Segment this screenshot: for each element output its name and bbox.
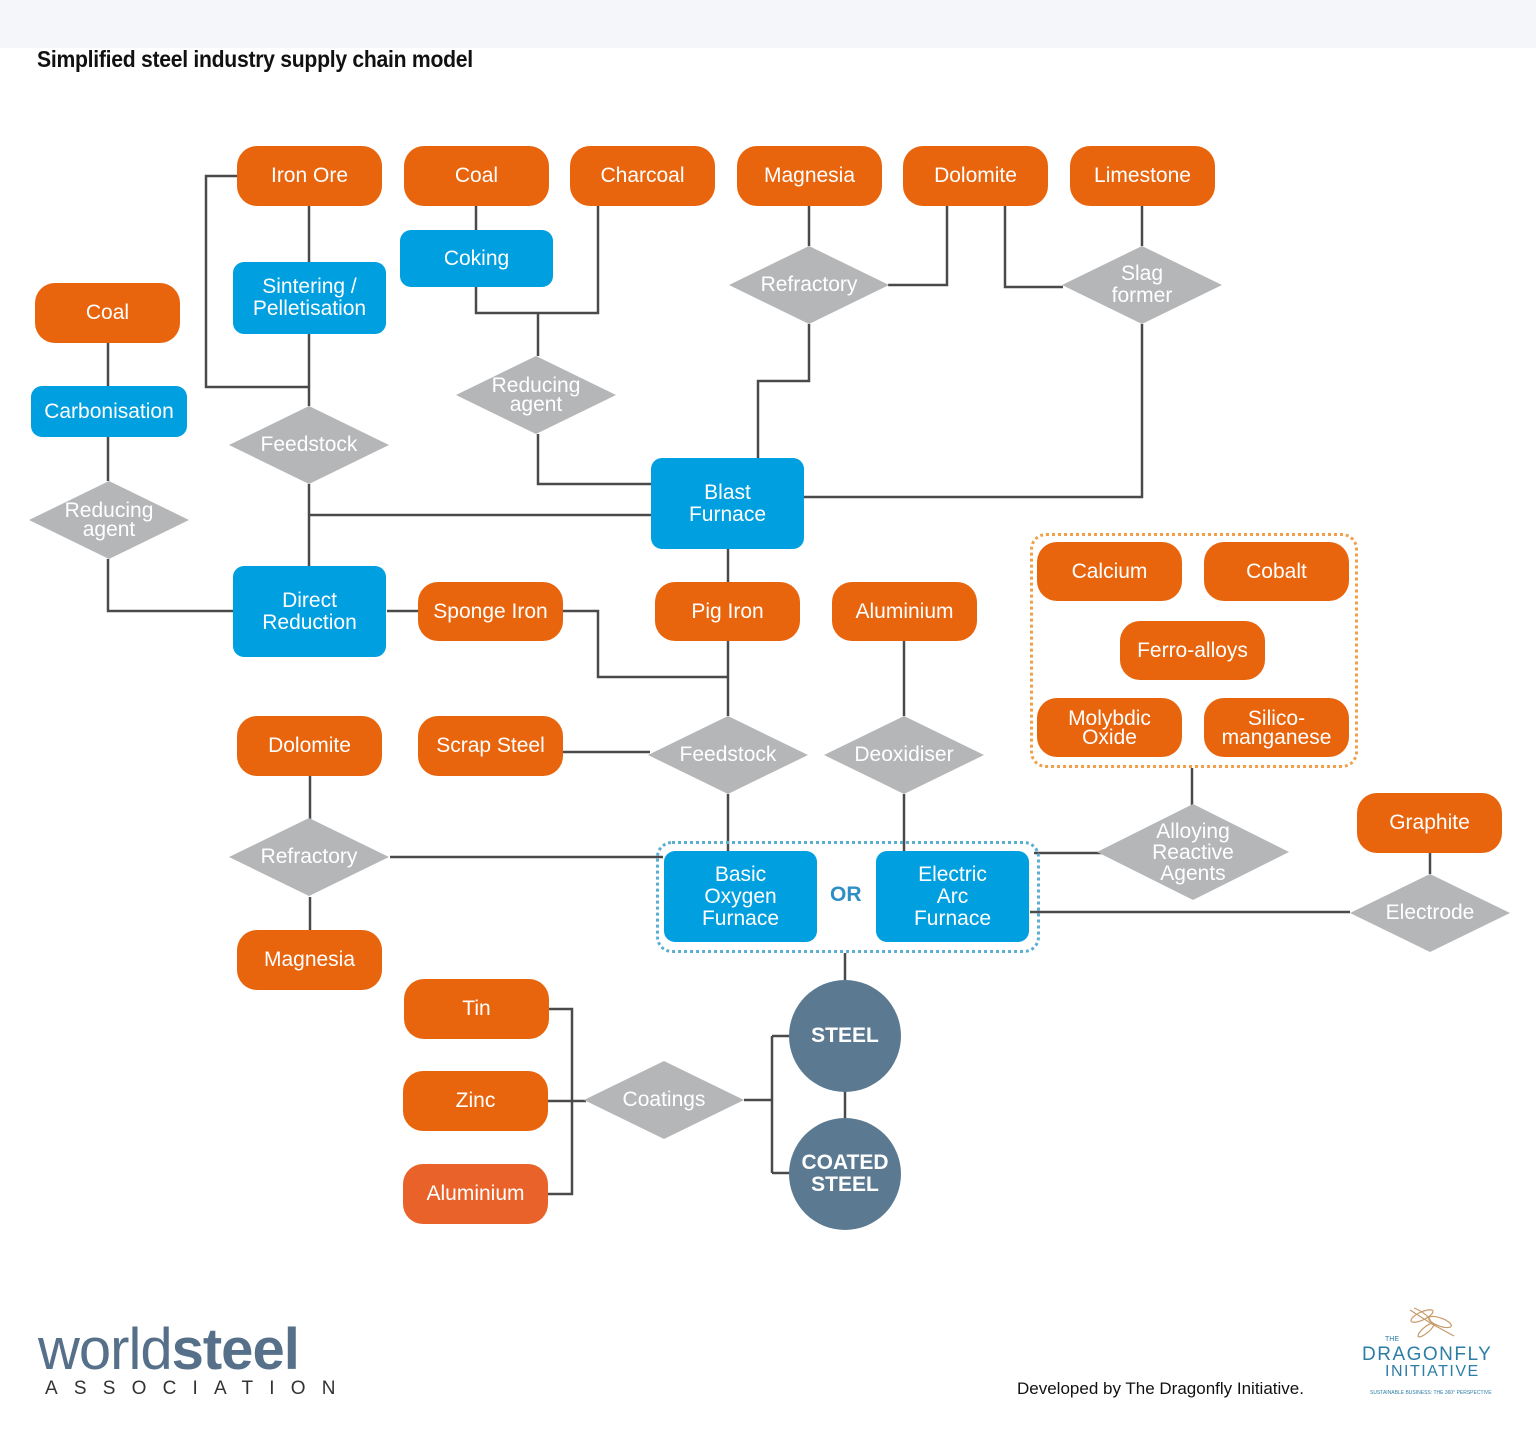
zinc-node: Zinc <box>403 1071 548 1131</box>
pig-iron-node: Pig Iron <box>655 582 800 641</box>
calcium-node: Calcium <box>1037 542 1182 601</box>
alloy-group-box <box>1030 533 1358 768</box>
blast-furnace-node: Blast Furnace <box>651 458 804 549</box>
graphite-node: Graphite <box>1357 793 1502 853</box>
sintering-pelletisation-node: Sintering / Pelletisation <box>233 262 386 334</box>
aluminium-coating-node: Aluminium <box>403 1164 548 1224</box>
coking-node: Coking <box>400 230 553 287</box>
dolomite-bottom-node: Dolomite <box>237 716 382 776</box>
cobalt-node: Cobalt <box>1204 542 1349 601</box>
furnace-group-box <box>656 841 1040 953</box>
silico-manganese-node: Silico-manganese <box>1204 698 1349 757</box>
electric-arc-furnace-node: Electric Arc Furnace <box>876 851 1029 942</box>
top-bar <box>0 0 1536 48</box>
dragonfly-logo-initiative: INITIATIVE <box>1385 1363 1480 1380</box>
coated-steel-circle: COATED STEEL <box>789 1118 901 1230</box>
credit-text: Developed by The Dragonfly Initiative. <box>1017 1379 1304 1398</box>
magnesia-top-node: Magnesia <box>737 146 882 206</box>
carbonisation-node: Carbonisation <box>31 386 187 437</box>
molybdic-oxide-node: Molybdic Oxide <box>1037 698 1182 757</box>
dragonfly-logo-name: DRAGONFLY <box>1362 1344 1493 1365</box>
tin-node: Tin <box>404 979 549 1039</box>
coal-top-node: Coal <box>404 146 549 206</box>
iron-ore-node: Iron Ore <box>237 146 382 206</box>
dolomite-top-node: Dolomite <box>903 146 1048 206</box>
magnesia-bottom-node: Magnesia <box>237 930 382 990</box>
aluminium-deoxidiser-node: Aluminium <box>832 582 977 641</box>
worldsteel-logo: worldsteel <box>38 1317 300 1382</box>
sponge-iron-node: Sponge Iron <box>418 582 563 641</box>
dragonfly-logo-the: THE <box>1385 1336 1399 1343</box>
ferro-alloys-node: Ferro-alloys <box>1120 621 1265 680</box>
coal-left-node: Coal <box>35 283 180 343</box>
limestone-node: Limestone <box>1070 146 1215 206</box>
charcoal-node: Charcoal <box>570 146 715 206</box>
page-title: Simplified steel industry supply chain m… <box>37 46 473 72</box>
or-label: OR <box>830 883 862 906</box>
steel-circle: STEEL <box>789 980 901 1092</box>
dragonfly-icon <box>1409 1307 1455 1338</box>
direct-reduction-node: Direct Reduction <box>233 566 386 657</box>
scrap-steel-node: Scrap Steel <box>418 716 563 776</box>
basic-oxygen-furnace-node: Basic Oxygen Furnace <box>664 851 817 942</box>
dragonfly-logo-tagline: SUSTAINABLE BUSINESS: THE 360° PERSPECTI… <box>1370 1390 1492 1396</box>
worldsteel-logo-subtitle: ASSOCIATION <box>45 1378 352 1399</box>
